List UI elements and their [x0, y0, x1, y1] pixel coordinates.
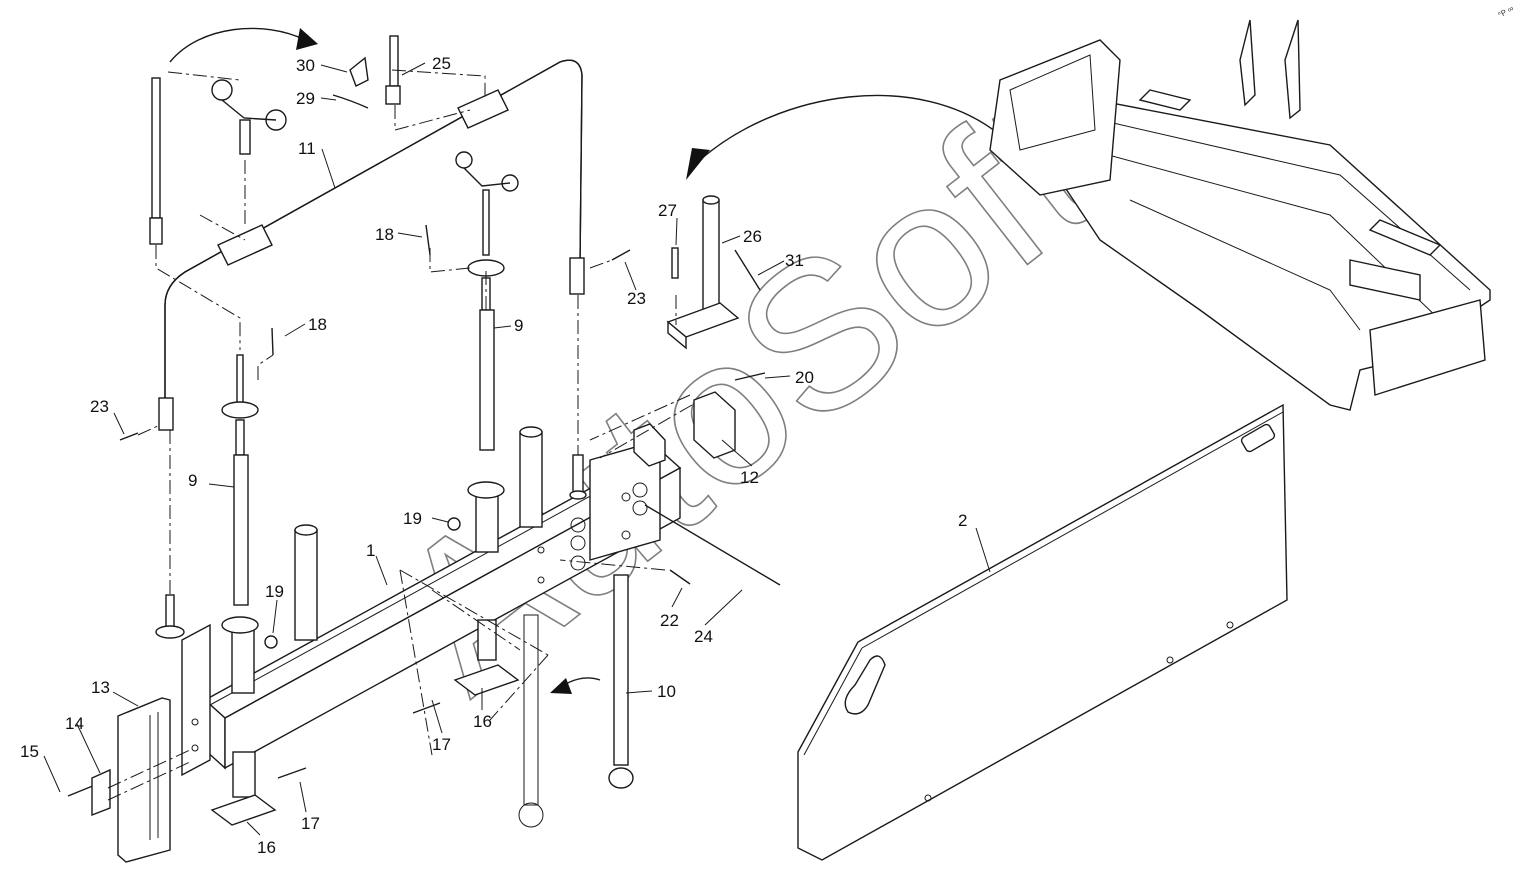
callout-31: 31	[785, 251, 804, 270]
handle-knob-assembly	[211, 79, 287, 155]
lock-pin-set	[332, 35, 401, 109]
callout-19: 19	[403, 509, 422, 528]
post-bracket	[666, 195, 740, 350]
callout-24: 24	[694, 627, 713, 646]
callout-27: 27	[658, 201, 677, 220]
callout-2: 2	[958, 511, 967, 530]
beam-posts	[155, 426, 587, 694]
callout-17: 17	[432, 735, 451, 754]
side-bracket	[117, 697, 171, 863]
callout-11: 11	[298, 139, 316, 158]
assembly-lines	[107, 69, 693, 801]
rotate-arrow-middle	[686, 94, 1001, 180]
rotate-arrow-lower	[550, 677, 601, 694]
callout-10: 10	[657, 682, 676, 701]
callout-16: 16	[473, 712, 492, 731]
pin-left	[149, 77, 163, 245]
callout-1: 1	[366, 541, 375, 560]
callout-18: 18	[308, 315, 327, 334]
side-panel	[797, 403, 1288, 861]
clamp-plate	[91, 768, 111, 817]
foot-pad-right	[453, 619, 520, 696]
callout-23: 23	[627, 289, 646, 308]
bolts	[67, 224, 781, 797]
spindle-left	[221, 354, 259, 634]
callout-18: 18	[375, 225, 394, 244]
foot-pad-left	[210, 702, 441, 826]
callout-26: 26	[743, 227, 762, 246]
leader-lines	[43, 62, 991, 836]
callout-9: 9	[188, 471, 197, 490]
callout-20: 20	[795, 368, 814, 387]
callouts: 1 2 9 9 10 11 12 13 14 15 16 16 17 17 18…	[20, 54, 967, 857]
callout-12: 12	[740, 468, 759, 487]
guard-rail-frame	[158, 59, 585, 431]
spindle-right	[455, 151, 519, 499]
callout-25: 25	[432, 54, 451, 73]
machine-overview	[989, 19, 1491, 411]
callout-22: 22	[660, 611, 679, 630]
callout-13: 13	[91, 678, 110, 697]
callout-16: 16	[257, 838, 276, 857]
rotate-arrow-top	[169, 27, 318, 63]
callout-29: 29	[296, 89, 315, 108]
callout-17: 17	[301, 814, 320, 833]
callout-9: 9	[514, 316, 523, 335]
callout-30: 30	[296, 56, 315, 75]
lower-spindle	[518, 574, 634, 828]
corner-mark: °P ∞	[1497, 4, 1516, 20]
callout-23: 23	[90, 397, 109, 416]
cross-beam	[181, 439, 682, 777]
callout-19: 19	[265, 582, 284, 601]
callout-14: 14	[65, 714, 84, 733]
callout-15: 15	[20, 742, 39, 761]
